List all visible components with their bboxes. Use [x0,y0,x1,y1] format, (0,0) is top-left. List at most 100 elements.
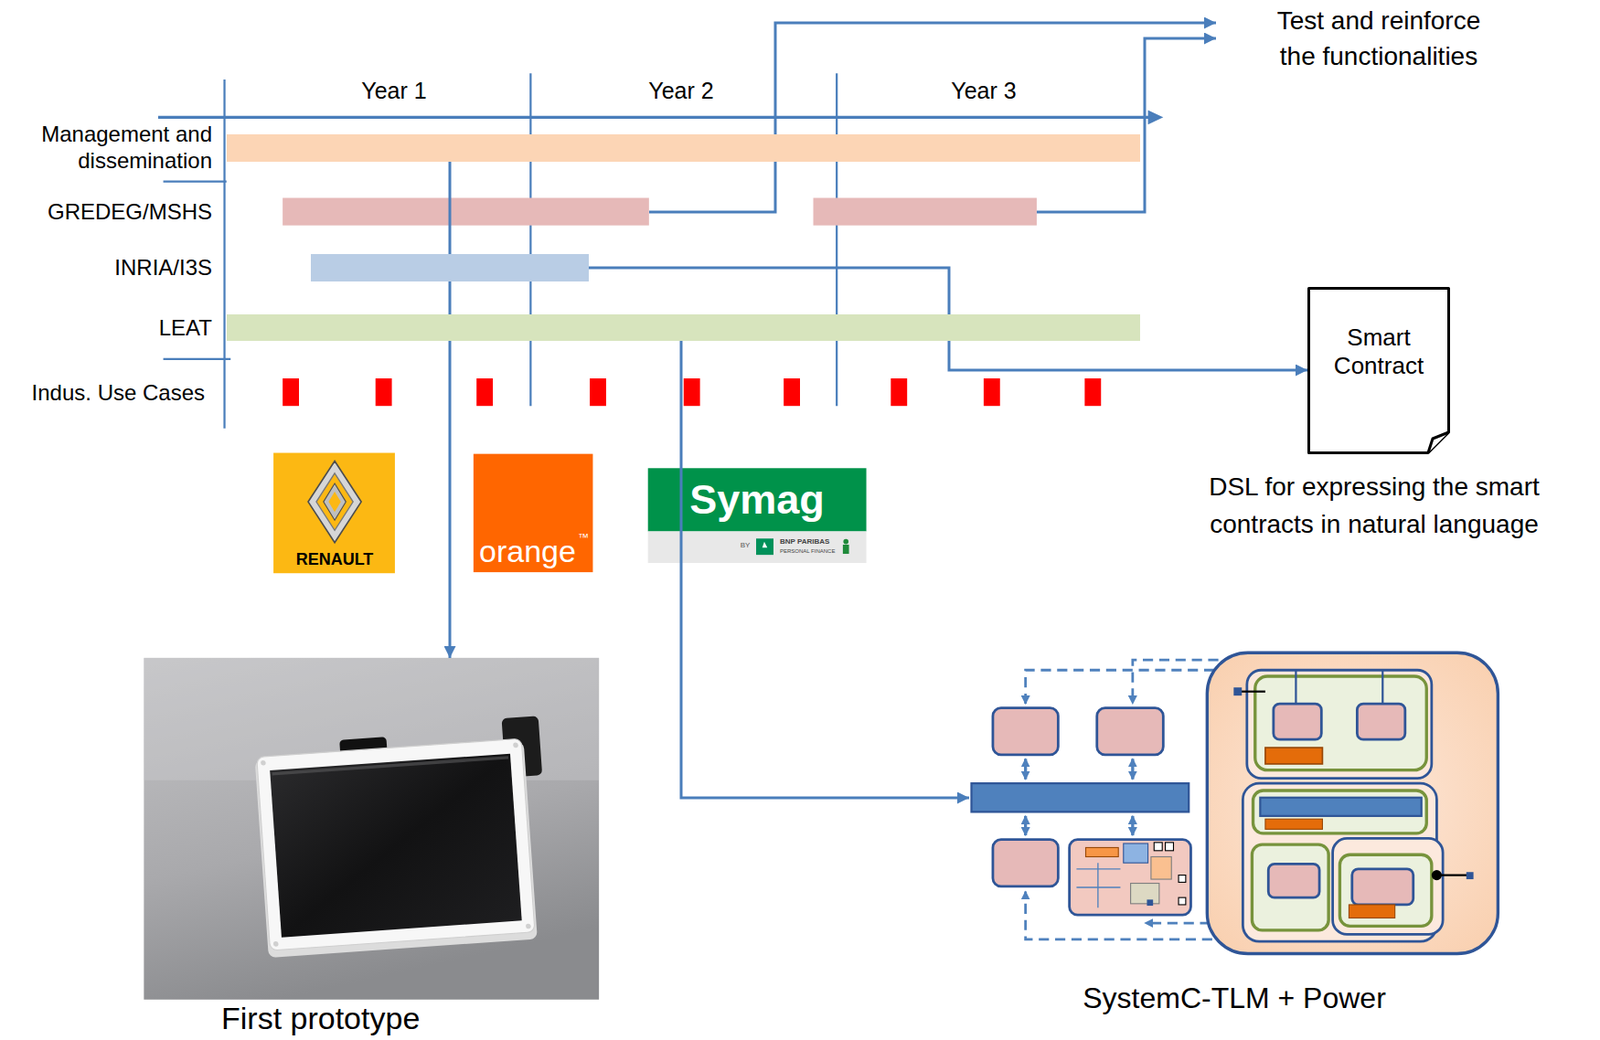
logo-text: Symag [689,476,825,524]
gantt-bar: LEAT [226,314,1141,342]
text-slot: LEAT [15,314,213,342]
timeline-axis [158,116,1152,119]
power-container [1431,870,1442,881]
power-container [1259,798,1421,817]
milestone-marker [476,378,493,406]
symag-logo [762,542,768,549]
milestone-marker [282,378,1101,406]
milestone-marker [282,378,299,406]
block-diagram: SystemC-TLM + Power [969,652,1500,954]
symag-logo [756,538,774,555]
text-slot: DSL for expressing the smart contracts i… [1159,468,1590,544]
document-outline [1309,288,1450,454]
connector-arrow [1036,38,1216,213]
node-caption: DSL for expressing the smart contracts i… [1159,468,1590,544]
power-container [1247,670,1432,779]
grid-line [163,181,227,183]
milestone-marker [1084,378,1101,406]
timeline-axis [1148,110,1164,126]
circuit-block [1123,843,1149,864]
year-label: Year 2 [648,77,714,105]
orange-logo [473,454,594,573]
circuit-block [1146,899,1153,907]
symag-logo [842,544,850,555]
prototype-photo [272,756,510,776]
timeline-axis [158,110,1163,126]
milestone-marker [983,378,1001,406]
bus-link [1130,816,1134,836]
document-shape: Smart ContractDSL for expressing the sma… [1307,287,1451,455]
symag-logo [842,539,849,545]
bus-bar [970,783,1189,812]
label-slot: Indus. Use Cases [32,380,205,406]
node-label: First prototype [221,1002,587,1036]
renault-logo [273,453,395,575]
gantt-bar [813,198,1037,226]
row-label: Indus. Use Cases [32,380,205,406]
milestone-marker [683,378,701,406]
power-container [1294,670,1297,704]
prototype-photo [256,738,535,951]
year-label: Year 1 [361,77,427,105]
node-label: SystemC-TLM + Power [978,981,1491,1016]
grid-line [529,73,532,406]
circuit-block [1178,875,1186,884]
power-container [1466,872,1474,880]
gantt-bar [282,198,650,226]
logo-text: PERSONAL FINANCE [779,548,835,555]
label-slot: Year 1 [361,77,427,105]
text-slot: Test and reinforce the functionalities [1269,2,1489,75]
milestone-marker [783,378,800,406]
logo-text: orange [479,533,576,570]
orange-logo [473,454,594,573]
gantt-row: GREDEG/MSHS [282,198,1037,226]
power-container [1265,819,1323,830]
text-slot: Management and dissemination [15,121,213,175]
note-box: Test and reinforce the functionalities [1216,2,1493,75]
milestone-marker [890,378,907,406]
module-box [1097,708,1164,756]
connector-arrow [649,22,1216,213]
renault-logo [323,483,347,521]
bus-link [1024,758,1027,779]
logo-text: BNP PARIBAS [779,537,830,546]
prototype-photo [143,658,599,1001]
renault-logo [273,453,395,575]
node-label: Management and dissemination [15,121,213,175]
milestone-marker [589,378,607,406]
grid-line [163,358,232,361]
node-label: GREDEG/MSHS [15,199,213,226]
label-slot: Year 2 [648,77,714,105]
text-slot: SystemC-TLM + Power [978,981,1491,1016]
power-container [1251,844,1329,931]
prototype-photo [273,941,279,948]
label-slot: Symag [689,476,825,524]
circuit-block [1178,897,1186,906]
power-container [1253,790,1428,834]
prototype-photo [512,742,519,748]
node-label: Smart Contract [1319,323,1439,381]
logo-text: BY [740,541,751,550]
prototype-photo [260,760,267,767]
grid-line [163,73,838,428]
power-container [1206,652,1498,954]
grid-line [223,79,225,429]
power-container [1237,691,1266,694]
power-container [1333,838,1444,935]
module-box [992,840,1058,887]
power-container [1233,687,1242,696]
text-slot: First prototype [221,1002,587,1036]
systemc-illustration [970,652,1498,954]
year-label: Year 3 [950,77,1016,105]
power-container [1381,670,1384,704]
bus-link [1024,816,1027,836]
circuit-block [1130,884,1160,905]
circuit-block [1085,847,1119,857]
label-slot: Year 3 [950,77,1016,105]
power-container [1255,676,1427,771]
label-slot: RENAULT [296,550,374,570]
module-box [992,708,1058,756]
text-slot: GREDEG/MSHS [15,199,213,226]
prototype-photo [525,924,532,930]
power-container [1356,704,1405,740]
